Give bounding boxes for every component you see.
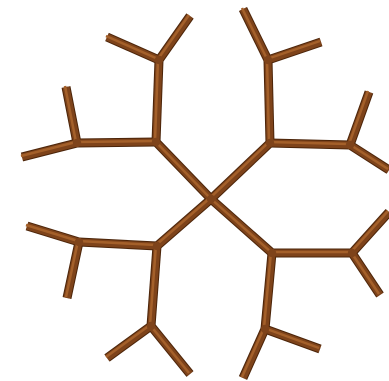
ul-branch-a-highlight (106, 36, 158, 59)
ul-side-highlight (76, 141, 155, 142)
ur-side-a (350, 92, 369, 145)
ll-side-a (107, 326, 151, 358)
joint-10 (261, 325, 269, 333)
spoke-upper-left-highlight (155, 141, 210, 198)
ul-branch-b (159, 16, 190, 60)
spoke-right-highlight (210, 198, 271, 252)
joint-2 (266, 139, 274, 147)
joint-3 (268, 249, 276, 257)
joint-6 (73, 139, 81, 147)
spoke-lower-left (157, 199, 211, 246)
joint-1 (152, 138, 160, 146)
ll-branch-a-highlight (26, 225, 78, 241)
joint-5 (155, 56, 163, 64)
r-side-b (243, 329, 265, 378)
spoke-lower-left-highlight (156, 198, 210, 245)
joint-11 (75, 238, 83, 246)
joint-4 (153, 242, 161, 250)
ur-side-b-highlight (349, 144, 388, 169)
r-side-a-highlight (264, 328, 319, 348)
joint-0 (207, 195, 215, 203)
ur-branch-b-highlight (267, 41, 320, 59)
ll-side-a-highlight (106, 325, 150, 357)
joint-7 (264, 56, 272, 64)
ul-branch-b-highlight (158, 15, 189, 59)
ur-side-a-highlight (349, 91, 368, 144)
r-branch-a-highlight (351, 211, 388, 252)
joint-12 (147, 322, 155, 330)
ur-branch-b (268, 42, 321, 60)
spoke-upper-right-highlight (210, 142, 269, 198)
r-branch-b-highlight (351, 252, 379, 294)
spoke-upper-right (211, 143, 270, 199)
ur-branch-a-highlight (242, 8, 267, 59)
r-branch-a (352, 212, 389, 253)
joint-8 (346, 141, 354, 149)
joint-9 (348, 249, 356, 257)
r-side-b-highlight (242, 328, 264, 377)
ll-side-b-highlight (150, 325, 189, 373)
